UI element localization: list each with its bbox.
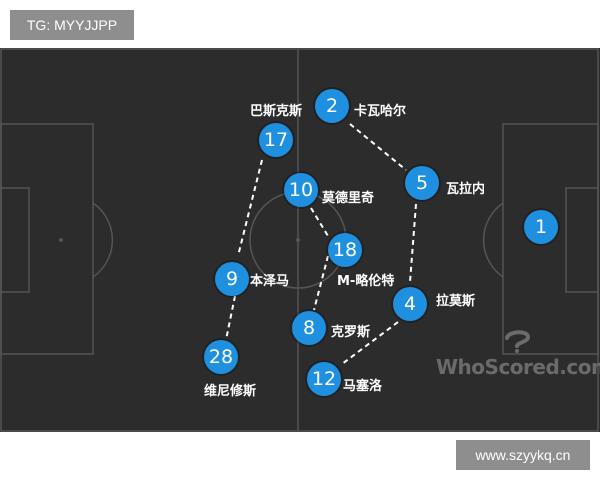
player-9-marker: 9 xyxy=(215,262,249,296)
player-28-name: 维尼修斯 xyxy=(204,384,257,399)
player-17-marker: 17 xyxy=(259,123,293,157)
link-18-8 xyxy=(313,255,329,311)
player-28-marker: 28 xyxy=(204,340,238,374)
player-5-marker: 5 xyxy=(405,166,439,200)
link-9-28 xyxy=(225,295,236,341)
player-8-marker: 8 xyxy=(292,311,326,345)
website-badge: www.szyykq.cn xyxy=(456,440,590,470)
player-10-name: 莫德里奇 xyxy=(322,191,375,206)
player-10-marker: 10 xyxy=(284,173,318,207)
player-8-name: 克罗斯 xyxy=(331,325,371,340)
player-9-name: 本泽马 xyxy=(250,274,290,289)
player-12-name: 马塞洛 xyxy=(343,379,383,394)
telegram-badge: TG: MYYJJPP xyxy=(10,10,134,40)
link-10-18 xyxy=(310,207,329,237)
player-5-name: 瓦拉内 xyxy=(446,182,486,197)
pass-links xyxy=(225,123,417,365)
player-12-marker: 12 xyxy=(307,362,341,396)
player-2-name: 卡瓦哈尔 xyxy=(354,104,407,119)
whoscored-logo-icon xyxy=(505,330,531,353)
player-18-marker: 18 xyxy=(328,233,362,267)
player-1-marker: 1 xyxy=(524,210,558,244)
link-17-9 xyxy=(237,159,263,257)
player-17-name: 巴斯克斯 xyxy=(250,104,303,119)
football-pitch xyxy=(0,48,600,432)
whoscored-watermark: WhoScored.com xyxy=(436,355,600,379)
link-4-12 xyxy=(341,321,399,365)
link-2-5 xyxy=(349,123,407,171)
pitch-markings xyxy=(0,48,599,432)
player-18-name: M-略伦特 xyxy=(337,274,395,289)
player-4-marker: 4 xyxy=(393,287,427,321)
link-5-4 xyxy=(409,203,417,283)
player-4-name: 拉莫斯 xyxy=(436,294,476,309)
player-2-marker: 2 xyxy=(315,89,349,123)
